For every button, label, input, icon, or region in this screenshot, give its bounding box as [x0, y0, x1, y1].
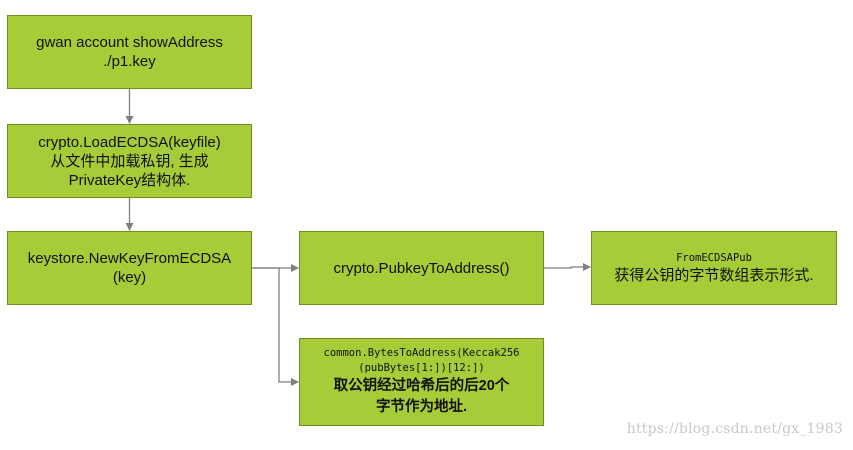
node-load-ecdsa-line1: crypto.LoadECDSA(keyfile) — [38, 133, 221, 151]
node-pubkey-to-address-line1: crypto.PubkeyToAddress() — [333, 259, 510, 277]
node-bytes-to-address-line4: 字节作为地址. — [375, 399, 468, 415]
node-from-ecdsa-pub: FromECDSAPub 获得公钥的字节数组表示形式. — [591, 231, 837, 305]
node-show-address: gwan account showAddress ./p1.key — [7, 15, 252, 89]
node-bytes-to-address: common.BytesToAddress(Keccak256 (pubByte… — [299, 338, 544, 426]
node-pubkey-to-address: crypto.PubkeyToAddress() — [299, 231, 544, 305]
node-show-address-line1: gwan account showAddress — [36, 34, 223, 51]
node-from-ecdsa-pub-line1: FromECDSAPub — [676, 252, 752, 264]
node-bytes-to-address-line2: (pubBytes[1:])[12:]) — [358, 362, 485, 374]
connector-pubkeytoaddress-to-fromecdsapub — [544, 263, 591, 271]
node-from-ecdsa-pub-line2: 获得公钥的字节数组表示形式. — [614, 267, 814, 284]
node-load-ecdsa: crypto.LoadECDSA(keyfile) 从文件中加载私钥, 生成 P… — [7, 124, 252, 198]
node-bytes-to-address-line3: 取公钥经过哈希后的后20个 — [333, 378, 510, 394]
node-new-key-line2: (key) — [112, 269, 147, 286]
node-load-ecdsa-line2: 从文件中加载私钥, 生成 — [50, 152, 209, 170]
node-new-key-from-ecdsa: keystore.NewKeyFromECDSA (key) — [7, 231, 252, 305]
connector-newkey-to-bytestoaddress — [252, 267, 299, 386]
watermark: https://blog.csdn.net/gx_1983 — [626, 421, 843, 437]
node-show-address-line2: ./p1.key — [103, 53, 156, 70]
node-bytes-to-address-line1: common.BytesToAddress(Keccak256 — [323, 347, 520, 359]
node-new-key-line1: keystore.NewKeyFromECDSA — [27, 250, 232, 267]
node-load-ecdsa-line3: PrivateKey结构体. — [68, 171, 191, 189]
